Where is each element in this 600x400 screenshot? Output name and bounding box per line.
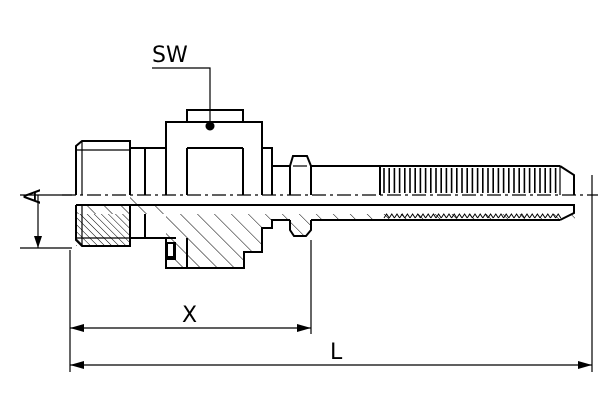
serration-tooth bbox=[482, 213, 489, 219]
lower-half-section bbox=[75, 197, 575, 269]
serration-tooth bbox=[477, 213, 484, 219]
serration-tooth bbox=[414, 213, 421, 219]
serration-tooth bbox=[544, 213, 551, 219]
serration-tooth bbox=[549, 213, 557, 219]
serration-tooth bbox=[518, 213, 525, 219]
serration-tooth bbox=[503, 213, 510, 219]
serration-tooth bbox=[404, 213, 411, 219]
serration-tooth bbox=[435, 213, 442, 219]
serration-tooth bbox=[513, 213, 520, 219]
serration-tooth bbox=[445, 213, 453, 219]
serration-tooth bbox=[487, 213, 494, 219]
serrations-lower bbox=[383, 213, 562, 219]
a-dimension bbox=[20, 194, 72, 249]
serrations-upper bbox=[383, 168, 557, 193]
serration-tooth bbox=[534, 213, 541, 219]
serration-tooth bbox=[492, 213, 499, 219]
serration-tooth bbox=[419, 213, 427, 219]
a-label: A bbox=[21, 189, 46, 204]
serration-tooth bbox=[508, 213, 515, 219]
serration-tooth bbox=[529, 213, 536, 219]
l-dimension bbox=[70, 175, 593, 372]
serration-tooth bbox=[523, 213, 531, 219]
serration-tooth bbox=[555, 213, 562, 219]
serration-tooth bbox=[456, 213, 463, 219]
l-label: L bbox=[330, 340, 343, 365]
x-dimension bbox=[69, 240, 312, 372]
x-label: X bbox=[182, 303, 197, 328]
serration-tooth bbox=[425, 213, 432, 219]
serration-tooth bbox=[440, 213, 447, 219]
serration-tooth bbox=[461, 213, 468, 219]
serration-tooth bbox=[471, 213, 479, 219]
serration-tooth bbox=[539, 213, 546, 219]
sw-label: SW bbox=[152, 43, 188, 68]
serration-tooth bbox=[388, 213, 395, 219]
serration-tooth bbox=[393, 213, 401, 219]
upper-half-outline bbox=[75, 109, 575, 195]
serration-tooth bbox=[497, 213, 505, 219]
serration-tooth bbox=[383, 213, 390, 219]
serration-tooth bbox=[430, 213, 437, 219]
serration-tooth bbox=[466, 213, 473, 219]
sw-leader bbox=[152, 67, 215, 131]
serration-tooth bbox=[409, 213, 416, 219]
serration-tooth bbox=[451, 213, 458, 219]
serration-tooth bbox=[399, 213, 406, 219]
